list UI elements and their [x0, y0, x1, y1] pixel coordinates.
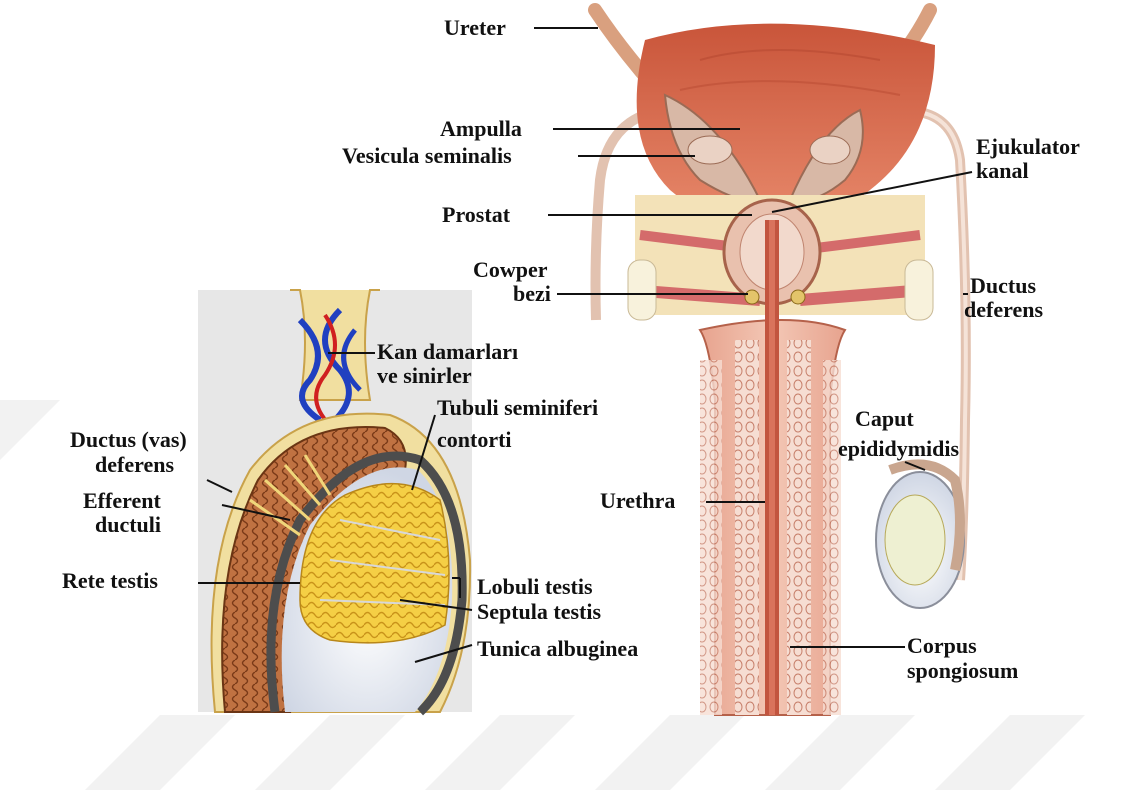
- label-ampulla: Ampulla: [440, 117, 522, 141]
- label-rete-testis: Rete testis: [62, 569, 158, 593]
- label-ductus-vas: Ductus (vas): [70, 428, 187, 452]
- label-kan-damarlari: Kan damarları: [377, 340, 518, 364]
- label-caput: Caput: [855, 407, 914, 431]
- label-tunica-albuginea: Tunica albuginea: [477, 637, 638, 661]
- label-vesicula-seminalis: Vesicula seminalis: [342, 144, 512, 168]
- label-efferent: Efferent: [83, 489, 161, 513]
- label-cowper: Cowper: [473, 258, 548, 282]
- label-ejukulator-kanal: kanal: [976, 159, 1029, 183]
- label-urethra: Urethra: [600, 489, 675, 513]
- label-ductuli: ductuli: [95, 513, 161, 537]
- label-cowper-bezi: bezi: [513, 282, 551, 306]
- label-septula-testis: Septula testis: [477, 600, 601, 624]
- label-ductus-deferens: deferens: [964, 298, 1043, 322]
- label-lobuli-testis: Lobuli testis: [477, 575, 593, 599]
- label-prostat: Prostat: [442, 203, 510, 227]
- label-ductus-vas-deferens: deferens: [95, 453, 174, 477]
- label-tubuli-seminiferi: Tubuli seminiferi: [437, 396, 598, 420]
- label-spongiosum: spongiosum: [907, 659, 1018, 683]
- label-ductus: Ductus: [970, 274, 1036, 298]
- label-ejukulator: Ejukulator: [976, 135, 1080, 159]
- label-contorti: contorti: [437, 428, 512, 452]
- label-ureter: Ureter: [444, 16, 506, 40]
- pelvic-organs: [595, 10, 966, 715]
- label-epididymidis: epididymidis: [838, 437, 959, 461]
- label-corpus: Corpus: [907, 634, 977, 658]
- label-ve-sinirler: ve sinirler: [377, 364, 472, 388]
